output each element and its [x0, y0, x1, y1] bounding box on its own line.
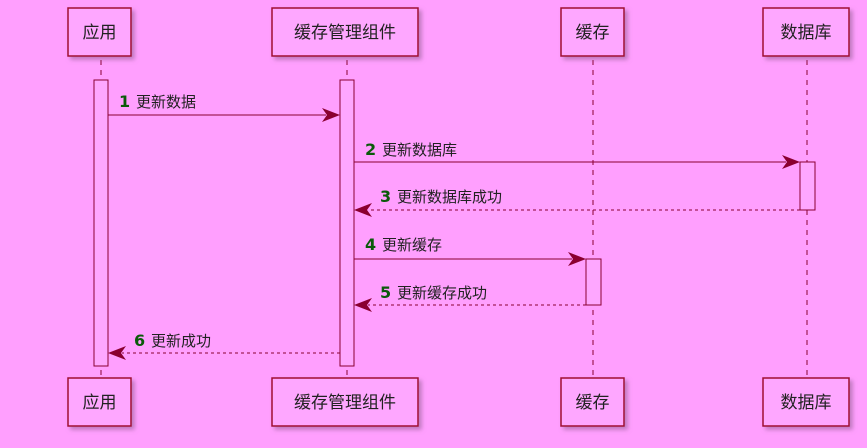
participant-label: 缓存 [576, 23, 610, 43]
message-2: 2 更新数据库 [354, 140, 800, 169]
arrow-head-icon [354, 203, 372, 217]
participant-app: 应用 [67, 7, 132, 57]
participant-db-bottom: 数据库 [762, 377, 850, 427]
message-label: 更新数据 [136, 93, 196, 111]
arrow-head-icon [108, 346, 126, 360]
message-label: 更新缓存 [382, 236, 442, 254]
message-number: 4 [365, 235, 376, 254]
participant-label: 应用 [83, 23, 117, 43]
participant-label: 数据库 [781, 23, 832, 43]
message-number: 6 [134, 331, 145, 350]
message-number: 3 [380, 187, 391, 206]
messages: 1 更新数据 2 更新数据库 3 更新数据库成功 4 更新缓存 5 [108, 92, 800, 360]
message-number: 1 [119, 92, 130, 111]
activation-db [799, 161, 816, 211]
participant-db: 数据库 [762, 7, 850, 57]
participants-top: 应用 缓存管理组件 缓存 数据库 [67, 7, 850, 57]
message-5: 5 更新缓存成功 [354, 283, 586, 312]
participant-label: 数据库 [781, 393, 832, 413]
message-1: 1 更新数据 [108, 92, 340, 122]
arrow-head-icon [354, 298, 372, 312]
message-number: 5 [380, 283, 391, 302]
activations [93, 79, 816, 367]
message-label: 更新成功 [151, 332, 211, 350]
activation-cache-mgr [339, 79, 355, 367]
participant-label: 缓存 [576, 393, 610, 413]
participant-label: 应用 [83, 393, 117, 413]
participants-bottom: 应用 缓存管理组件 缓存 数据库 [67, 377, 850, 427]
message-4: 4 更新缓存 [354, 235, 586, 266]
lifelines [100, 60, 808, 377]
participant-cache-mgr: 缓存管理组件 [271, 7, 419, 57]
message-label: 更新缓存成功 [397, 284, 487, 302]
message-label: 更新数据库 [382, 141, 457, 159]
activation-cache [585, 258, 602, 306]
participant-label: 缓存管理组件 [294, 23, 396, 43]
participant-cache-bottom: 缓存 [560, 377, 625, 427]
arrow-head-icon [782, 155, 800, 169]
message-3: 3 更新数据库成功 [354, 187, 800, 217]
message-6: 6 更新成功 [108, 331, 340, 360]
message-label: 更新数据库成功 [397, 188, 502, 206]
participant-cache: 缓存 [560, 7, 625, 57]
message-number: 2 [365, 140, 376, 159]
participant-cache-mgr-bottom: 缓存管理组件 [271, 377, 419, 427]
participant-app-bottom: 应用 [67, 377, 132, 427]
arrow-head-icon [568, 252, 586, 266]
activation-app [93, 79, 109, 367]
participant-label: 缓存管理组件 [294, 393, 396, 413]
arrow-head-icon [322, 108, 340, 122]
